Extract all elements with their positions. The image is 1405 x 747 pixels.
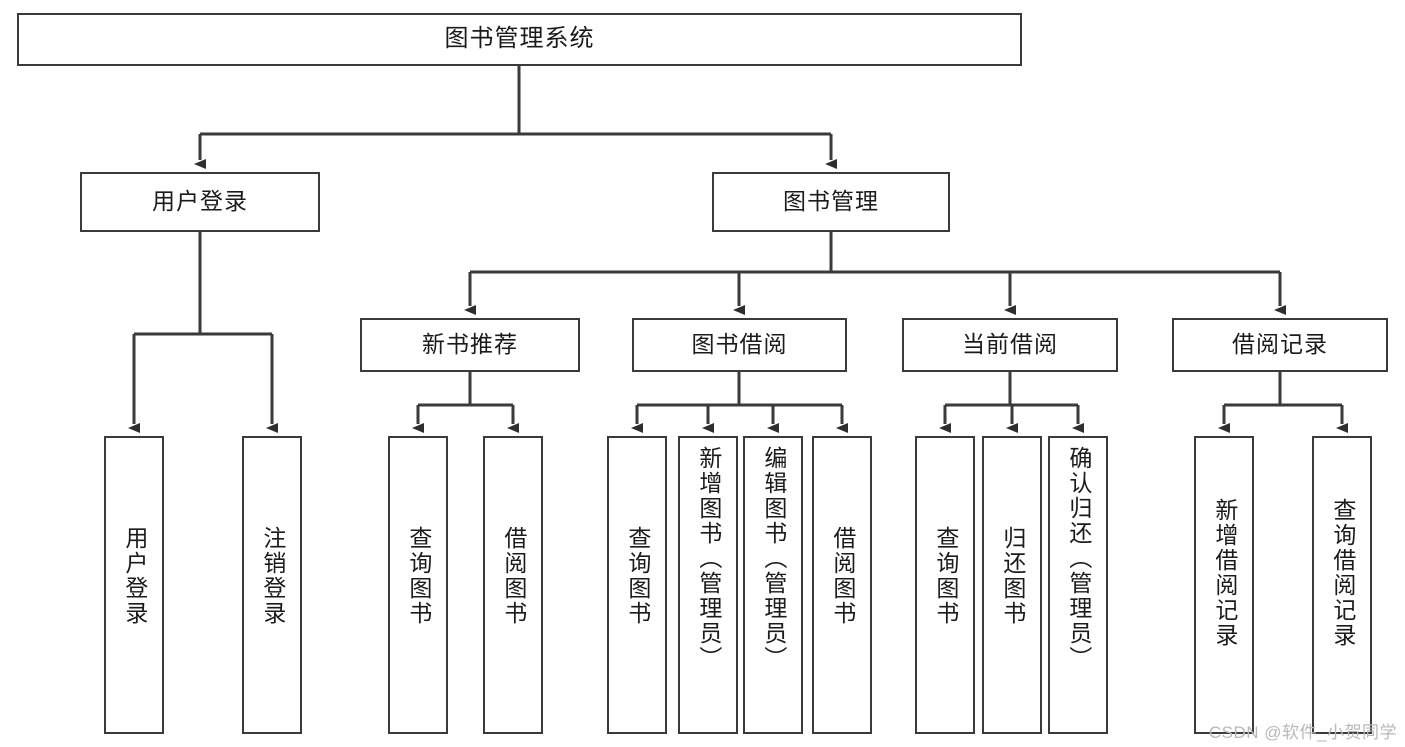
node-user-login[interactable]: 用户登录 bbox=[80, 172, 320, 232]
node-leaf-add-book-admin[interactable]: 新增图书（管理员） bbox=[678, 436, 738, 734]
node-leaf-borrow-book-1-label: 借阅图书 bbox=[500, 526, 527, 626]
node-leaf-borrow-book-1[interactable]: 借阅图书 bbox=[483, 436, 543, 734]
node-book-borrow-label: 图书借阅 bbox=[691, 331, 788, 358]
node-leaf-borrow-book-2[interactable]: 借阅图书 bbox=[812, 436, 872, 734]
node-leaf-user-login[interactable]: 用户登录 bbox=[104, 436, 164, 734]
node-root[interactable]: 图书管理系统 bbox=[17, 13, 1022, 66]
node-leaf-query-book-3-label: 查询图书 bbox=[932, 526, 959, 626]
node-leaf-user-login-label: 用户登录 bbox=[121, 526, 148, 626]
node-leaf-query-record-label: 查询借阅记录 bbox=[1329, 498, 1356, 648]
node-leaf-edit-book-admin-label: 编辑图书（管理员） bbox=[760, 446, 787, 671]
node-leaf-borrow-book-2-label: 借阅图书 bbox=[829, 526, 856, 626]
node-book-manage-label: 图书管理 bbox=[783, 188, 879, 215]
csdn-watermark: CSDN @软件_小贺同学 bbox=[1208, 723, 1397, 742]
node-leaf-add-record-label: 新增借阅记录 bbox=[1211, 498, 1238, 648]
node-new-book-recommend[interactable]: 新书推荐 bbox=[360, 318, 580, 372]
node-leaf-edit-book-admin[interactable]: 编辑图书（管理员） bbox=[743, 436, 803, 734]
node-leaf-return-book-label: 归还图书 bbox=[999, 526, 1026, 626]
node-borrow-record-label: 借阅记录 bbox=[1232, 331, 1328, 358]
node-new-book-recommend-label: 新书推荐 bbox=[422, 331, 518, 358]
node-leaf-add-record[interactable]: 新增借阅记录 bbox=[1194, 436, 1254, 734]
node-borrow-record[interactable]: 借阅记录 bbox=[1172, 318, 1388, 372]
node-user-login-label: 用户登录 bbox=[152, 188, 248, 215]
node-current-borrow-label: 当前借阅 bbox=[962, 331, 1058, 358]
node-leaf-query-record[interactable]: 查询借阅记录 bbox=[1312, 436, 1372, 734]
node-book-manage[interactable]: 图书管理 bbox=[712, 172, 950, 232]
node-leaf-add-book-admin-label: 新增图书（管理员） bbox=[695, 446, 722, 671]
node-leaf-logout[interactable]: 注销登录 bbox=[242, 436, 302, 734]
node-leaf-confirm-return-label: 确认归还（管理员） bbox=[1065, 446, 1092, 671]
node-leaf-query-book-2[interactable]: 查询图书 bbox=[607, 436, 667, 734]
node-current-borrow[interactable]: 当前借阅 bbox=[902, 318, 1118, 372]
node-leaf-query-book-1-label: 查询图书 bbox=[405, 526, 432, 626]
node-root-label: 图书管理系统 bbox=[444, 25, 595, 53]
node-leaf-query-book-2-label: 查询图书 bbox=[624, 526, 651, 626]
node-leaf-query-book-3[interactable]: 查询图书 bbox=[915, 436, 975, 734]
node-leaf-query-book-1[interactable]: 查询图书 bbox=[388, 436, 448, 734]
node-book-borrow[interactable]: 图书借阅 bbox=[632, 318, 847, 372]
node-leaf-logout-label: 注销登录 bbox=[259, 526, 286, 626]
node-leaf-confirm-return[interactable]: 确认归还（管理员） bbox=[1048, 436, 1108, 734]
node-leaf-return-book[interactable]: 归还图书 bbox=[982, 436, 1042, 734]
